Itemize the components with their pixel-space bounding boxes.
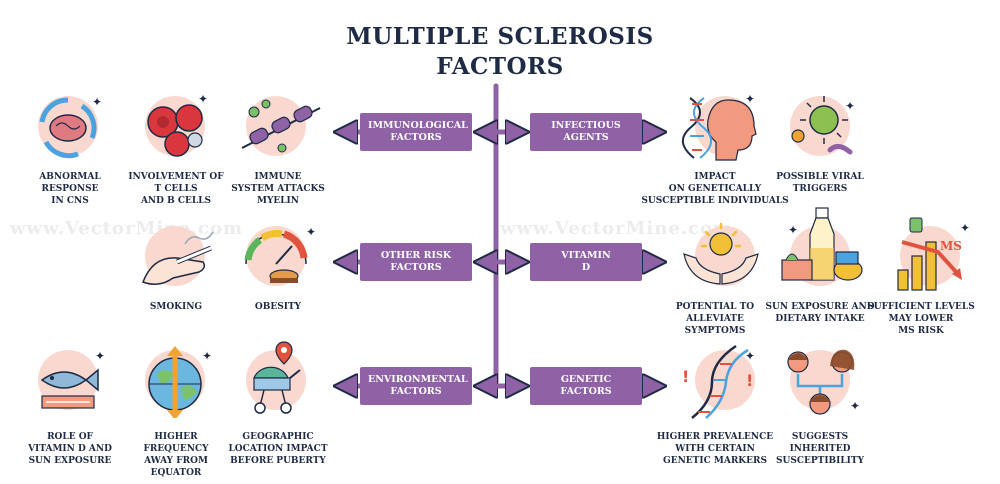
svg-text:!: ! [682, 367, 689, 386]
caption-smoking: SMOKING [149, 302, 203, 312]
caption-genetic-markers: HIGHER PREVALENCE WITH CERTAIN GENETIC M… [656, 432, 774, 466]
caption-viral-triggers: POSSIBLE VIRAL TRIGGERS [776, 172, 864, 194]
fish-icon [40, 368, 99, 409]
caption-alleviate: POTENTIAL TO ALLEVIATE SYMPTOMS [675, 302, 755, 336]
milk-food-icon [781, 207, 863, 281]
sparkle-icon: ✦ [845, 99, 856, 113]
box-other-risk-factors: OTHER RISK FACTORS [360, 243, 472, 281]
box-label: INFECTIOUS AGENTS [551, 120, 621, 143]
dna-head-icon [682, 97, 757, 161]
box-label: GENETIC FACTORS [560, 374, 612, 397]
box-label: OTHER RISK FACTORS [380, 250, 452, 273]
sparkle-icon: ✦ [306, 225, 317, 239]
box-immunological-factors: IMMUNOLOGICAL FACTORS [360, 113, 472, 151]
globe-icon [148, 346, 202, 418]
watermark: www.VectorMine.com [500, 218, 734, 239]
sun-hands-icon [683, 222, 759, 285]
caption-ms-risk: SUFFICIENT LEVELS MAY LOWER MS RISK [867, 302, 975, 336]
ms-label: MS [940, 239, 962, 253]
box-genetic-factors: GENETIC FACTORS [530, 367, 642, 405]
box-label: IMMUNOLOGICAL FACTORS [368, 120, 468, 143]
sparkle-icon: ✦ [95, 349, 106, 363]
caption-t-cells-b-cells: INVOLVEMENT OF T CELLS AND B CELLS [128, 172, 224, 206]
sparkle-icon: ✦ [960, 221, 971, 235]
title-line-2: FACTORS [436, 53, 564, 80]
box-infectious-agents: INFECTIOUS AGENTS [530, 113, 642, 151]
sparkle-icon: ✦ [202, 349, 213, 363]
brain-cycle-icon [39, 97, 97, 159]
ms-chart-icon: MS [897, 217, 962, 291]
family-icon [787, 349, 855, 415]
caption-geographic: GEOGRAPHIC LOCATION IMPACT BEFORE PUBERT… [228, 432, 328, 466]
box-label: ENVIRONMENTAL FACTORS [368, 374, 468, 397]
caption-equator: HIGHER FREQUENCY AWAY FROM EQUATOR [143, 432, 209, 478]
caption-obesity: OBESITY [254, 302, 302, 312]
sparkle-icon: ✦ [745, 349, 756, 363]
box-label: VITAMIN D [561, 250, 611, 273]
virus-icon [791, 96, 853, 155]
scale-burger-icon [244, 230, 308, 283]
sparkle-icon: ✦ [745, 92, 756, 106]
cigarette-hand-icon [142, 231, 214, 285]
caption-inherited: SUGGESTS INHERITED SUSCEPTIBILITY [775, 432, 865, 466]
box-environmental-factors: ENVIRONMENTAL FACTORS [360, 367, 472, 405]
caption-immune-attacks-myelin: IMMUNE SYSTEM ATTACKS MYELIN [231, 172, 325, 206]
box-vitamin-d: VITAMIN D [530, 243, 642, 281]
blood-cells-icon [147, 104, 203, 157]
sparkle-icon: ✦ [788, 223, 799, 237]
caption-abnormal-response: ABNORMAL RESPONSE IN CNS [39, 172, 101, 206]
stroller-pin-icon [253, 341, 301, 414]
sparkle-icon: ✦ [850, 399, 861, 413]
sparkle-icon: ✦ [198, 92, 209, 106]
title-line-1: MULTIPLE SCLEROSIS [346, 23, 654, 50]
caption-vitamin-d-sun: ROLE OF VITAMIN D AND SUN EXPOSURE [28, 432, 112, 466]
nerve-fiber-icon [241, 99, 321, 153]
caption-sun-diet: SUN EXPOSURE AND DIETARY INTAKE [765, 302, 875, 324]
caption-genetic-impact: IMPACT ON GENETICALLY SUSCEPTIBLE INDIVI… [641, 172, 789, 206]
svg-text:!: ! [746, 371, 753, 390]
sparkle-icon: ✦ [92, 95, 103, 109]
dna-warning-icon: ! ! [682, 344, 753, 419]
